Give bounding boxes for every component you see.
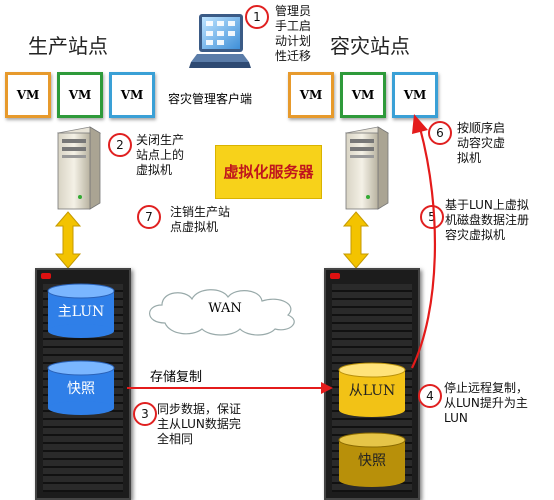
step-5-badge: 5 xyxy=(420,205,444,229)
dr-server-storage-link-arrow xyxy=(342,211,370,269)
prod-vm-3: VM xyxy=(109,72,155,118)
step-1-badge: 1 xyxy=(245,5,269,29)
prod-vm-2: VM xyxy=(57,72,103,118)
dr-site-title: 容灾站点 xyxy=(330,34,410,58)
primary-lun-cylinder: 主LUN xyxy=(47,283,115,339)
dr-boot-curved-arrow xyxy=(411,114,437,369)
dr-vm-2: VM xyxy=(340,72,386,118)
step-1-text: 管理员手工启动计划性迁移 xyxy=(275,4,312,63)
step-2-text: 关闭生产站点上的虚拟机 xyxy=(136,133,185,177)
step-2-badge: 2 xyxy=(108,133,132,157)
step-4-badge: 4 xyxy=(418,384,442,408)
production-site-title: 生产站点 xyxy=(28,34,108,58)
dr-vm-1: VM xyxy=(288,72,334,118)
production-server-icon xyxy=(50,125,105,214)
secondary-lun-cylinder: 从LUN xyxy=(338,362,406,418)
step-5-text: 基于LUN上虚拟机磁盘数据注册容灾虚拟机 xyxy=(445,198,530,242)
step-3-badge: 3 xyxy=(133,402,157,426)
storage-replication-arrow xyxy=(127,382,333,394)
management-client-icon xyxy=(185,10,255,90)
rack-logo-icon xyxy=(330,273,340,279)
step-7-badge: 7 xyxy=(137,205,161,229)
virtualization-server-box: 虚拟化服务器 xyxy=(215,145,322,199)
step-6-text: 按顺序启动容灾虚拟机 xyxy=(457,121,506,165)
step-7-text: 注销生产站点虚拟机 xyxy=(170,205,231,234)
wan-cloud-icon: WAN xyxy=(140,283,310,338)
management-client-label: 容灾管理客户端 xyxy=(168,92,253,106)
prod-vm-1: VM xyxy=(5,72,51,118)
rack-logo-icon xyxy=(41,273,51,279)
dr-snapshot-cylinder: 快照 xyxy=(338,432,406,488)
production-snapshot-cylinder: 快照 xyxy=(47,360,115,416)
storage-replication-label: 存储复制 xyxy=(150,370,203,385)
step-3-text: 同步数据，保证主从LUN数据完全相同 xyxy=(157,402,242,446)
dr-server-icon xyxy=(338,125,393,214)
step-6-badge: 6 xyxy=(428,121,452,145)
prod-server-storage-link-arrow xyxy=(54,211,82,269)
